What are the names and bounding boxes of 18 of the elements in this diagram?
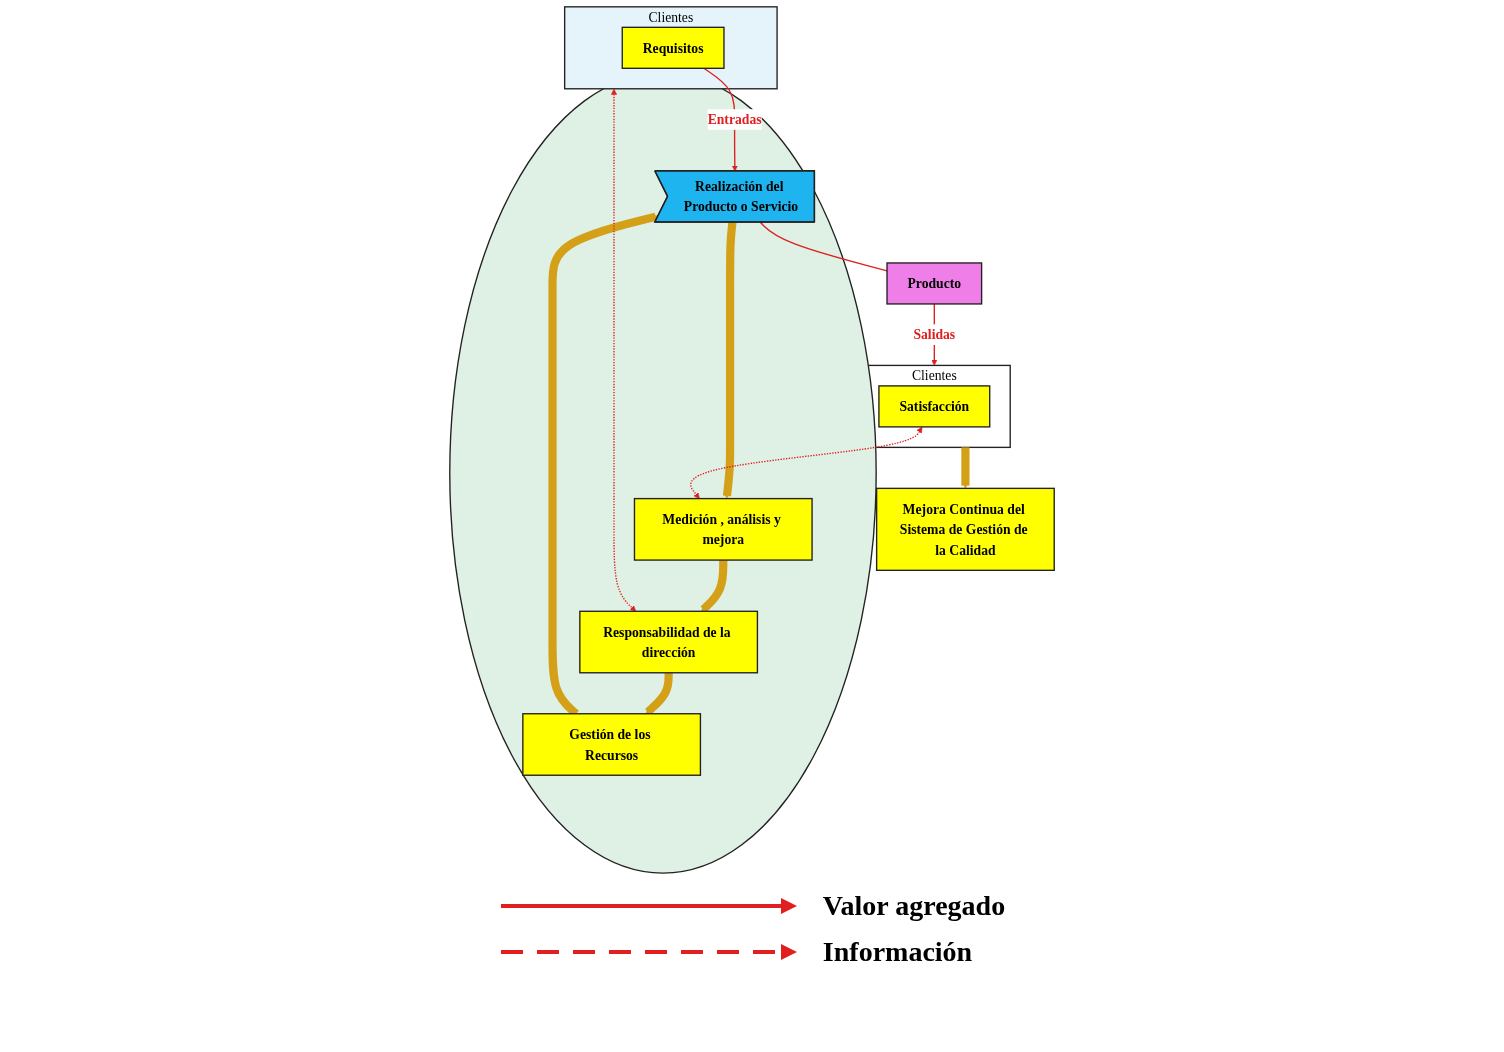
edge-label: Salidas xyxy=(913,327,956,343)
arrow xyxy=(611,88,637,612)
node-box: Mejora Continua del Sistema de Gestión de la Calidad xyxy=(875,487,1055,571)
node-box: Requisitos xyxy=(621,26,725,69)
node-box: Gestión de los Recursos xyxy=(522,713,702,776)
legend-label: Información xyxy=(822,936,973,968)
arrow xyxy=(645,672,673,715)
node-box: Producto xyxy=(886,262,983,305)
node-box: Medición , análisis y mejora xyxy=(633,497,813,561)
arrow xyxy=(961,446,970,489)
arrow xyxy=(722,221,737,499)
edge-label: Entradas xyxy=(707,112,762,128)
arrow xyxy=(700,560,728,613)
connector xyxy=(759,221,888,272)
node-box: Satisfacción xyxy=(878,385,991,428)
legend-label: Valor agregado xyxy=(822,890,1006,922)
arrow xyxy=(690,426,923,499)
node-box: Responsabilidad de la dirección xyxy=(579,610,759,674)
